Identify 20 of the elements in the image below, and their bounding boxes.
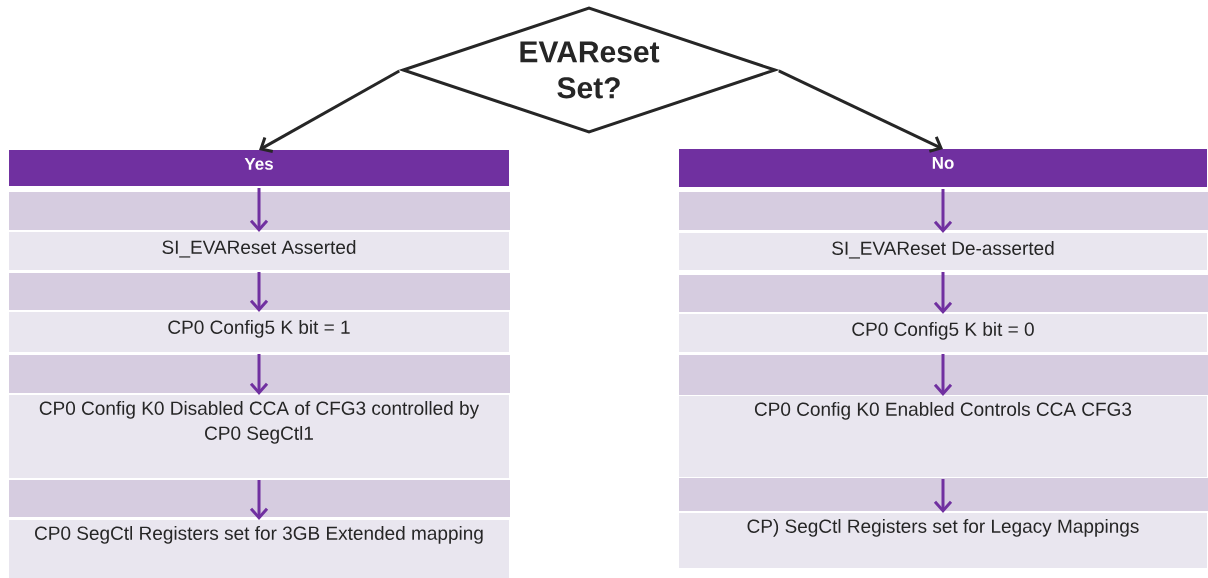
header-bar: No — [679, 149, 1207, 187]
step-box: SI_EVAReset De-asserted — [679, 233, 1207, 270]
step-box: CP0 Config5 K bit = 0 — [679, 314, 1207, 352]
arrow — [249, 272, 269, 312]
step-box: CP) SegCtl Registers set for Legacy Mappings — [679, 513, 1207, 568]
step-box: CP0 Config K0 Enabled Controls CCA CFG3 — [679, 396, 1207, 477]
arrow — [933, 272, 953, 314]
step-box: CP0 Config K0 Disabled CCA of CFG3 controlled by CP0 SegCtl1 — [9, 395, 509, 478]
step-box: SI_EVAReset Asserted — [9, 232, 509, 270]
arrow — [778, 69, 943, 153]
step-box: CP0 Config5 K bit = 1 — [9, 312, 509, 352]
arrow — [933, 354, 953, 396]
arrow — [933, 479, 953, 513]
arrow — [249, 188, 269, 232]
step-box: CP0 SegCtl Registers set for 3GB Extended mapping — [9, 520, 509, 578]
arrow — [259, 69, 400, 153]
arrow — [249, 354, 269, 395]
arrow — [933, 189, 953, 233]
arrow — [249, 480, 269, 520]
header-bar: Yes — [9, 150, 509, 186]
